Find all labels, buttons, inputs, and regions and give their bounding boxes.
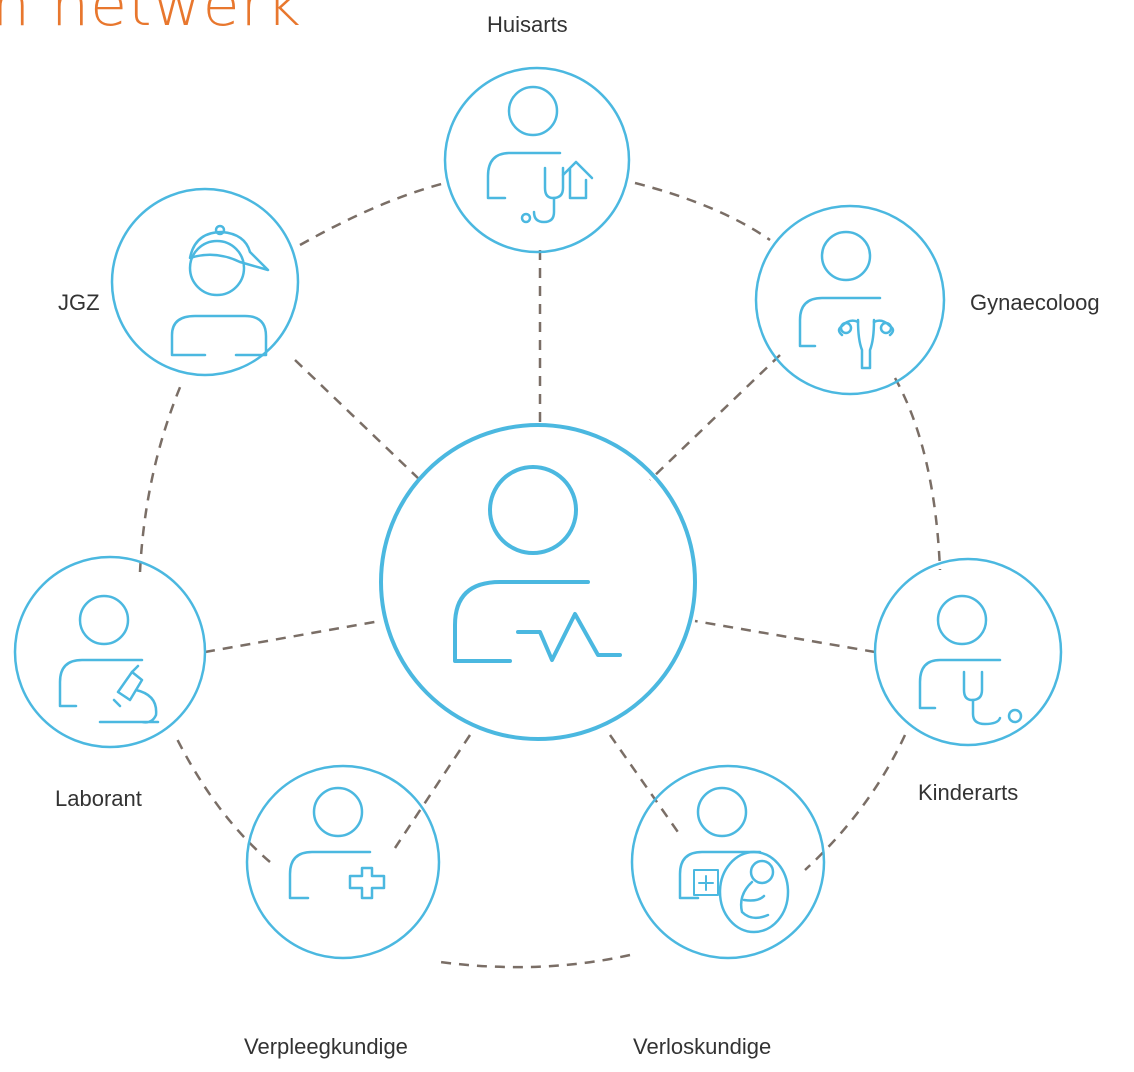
role-label-verpleegkundige: Verpleegkundige — [244, 1034, 408, 1059]
midwife-icon — [630, 764, 826, 960]
nurse-icon — [245, 764, 441, 960]
ring-connector — [138, 379, 185, 573]
ring-connector — [634, 181, 771, 242]
gynaecologist-icon — [754, 204, 946, 396]
pediatrician-icon — [873, 557, 1063, 747]
spoke-connector — [649, 354, 781, 481]
page-title: n netwerk — [0, 0, 302, 40]
spoke-connector — [694, 619, 876, 654]
ring-connector — [173, 734, 271, 863]
role-label-kinderarts: Kinderarts — [918, 780, 1019, 805]
spoke-connector — [294, 359, 421, 481]
spoke-connector — [393, 734, 472, 849]
ring-connector — [893, 377, 942, 571]
lab-technician-icon — [13, 555, 207, 749]
connectors — [138, 181, 942, 969]
spoke-connector — [204, 619, 381, 654]
ring-connector — [804, 734, 907, 871]
ring-connector — [299, 181, 446, 247]
youth-healthcare-icon — [110, 187, 300, 377]
role-label-verloskundige: Verloskundige — [633, 1034, 772, 1059]
role-label-huisarts: Huisarts — [487, 12, 568, 37]
general-practitioner-icon — [443, 66, 631, 254]
role-label-jgz: JGZ — [58, 290, 100, 315]
role-label-gynaecoloog: Gynaecoloog — [970, 290, 1100, 315]
patient-monitor-icon — [379, 423, 697, 741]
ring-connector — [439, 953, 631, 969]
spoke-connector — [608, 734, 682, 836]
role-label-laborant: Laborant — [55, 786, 142, 811]
